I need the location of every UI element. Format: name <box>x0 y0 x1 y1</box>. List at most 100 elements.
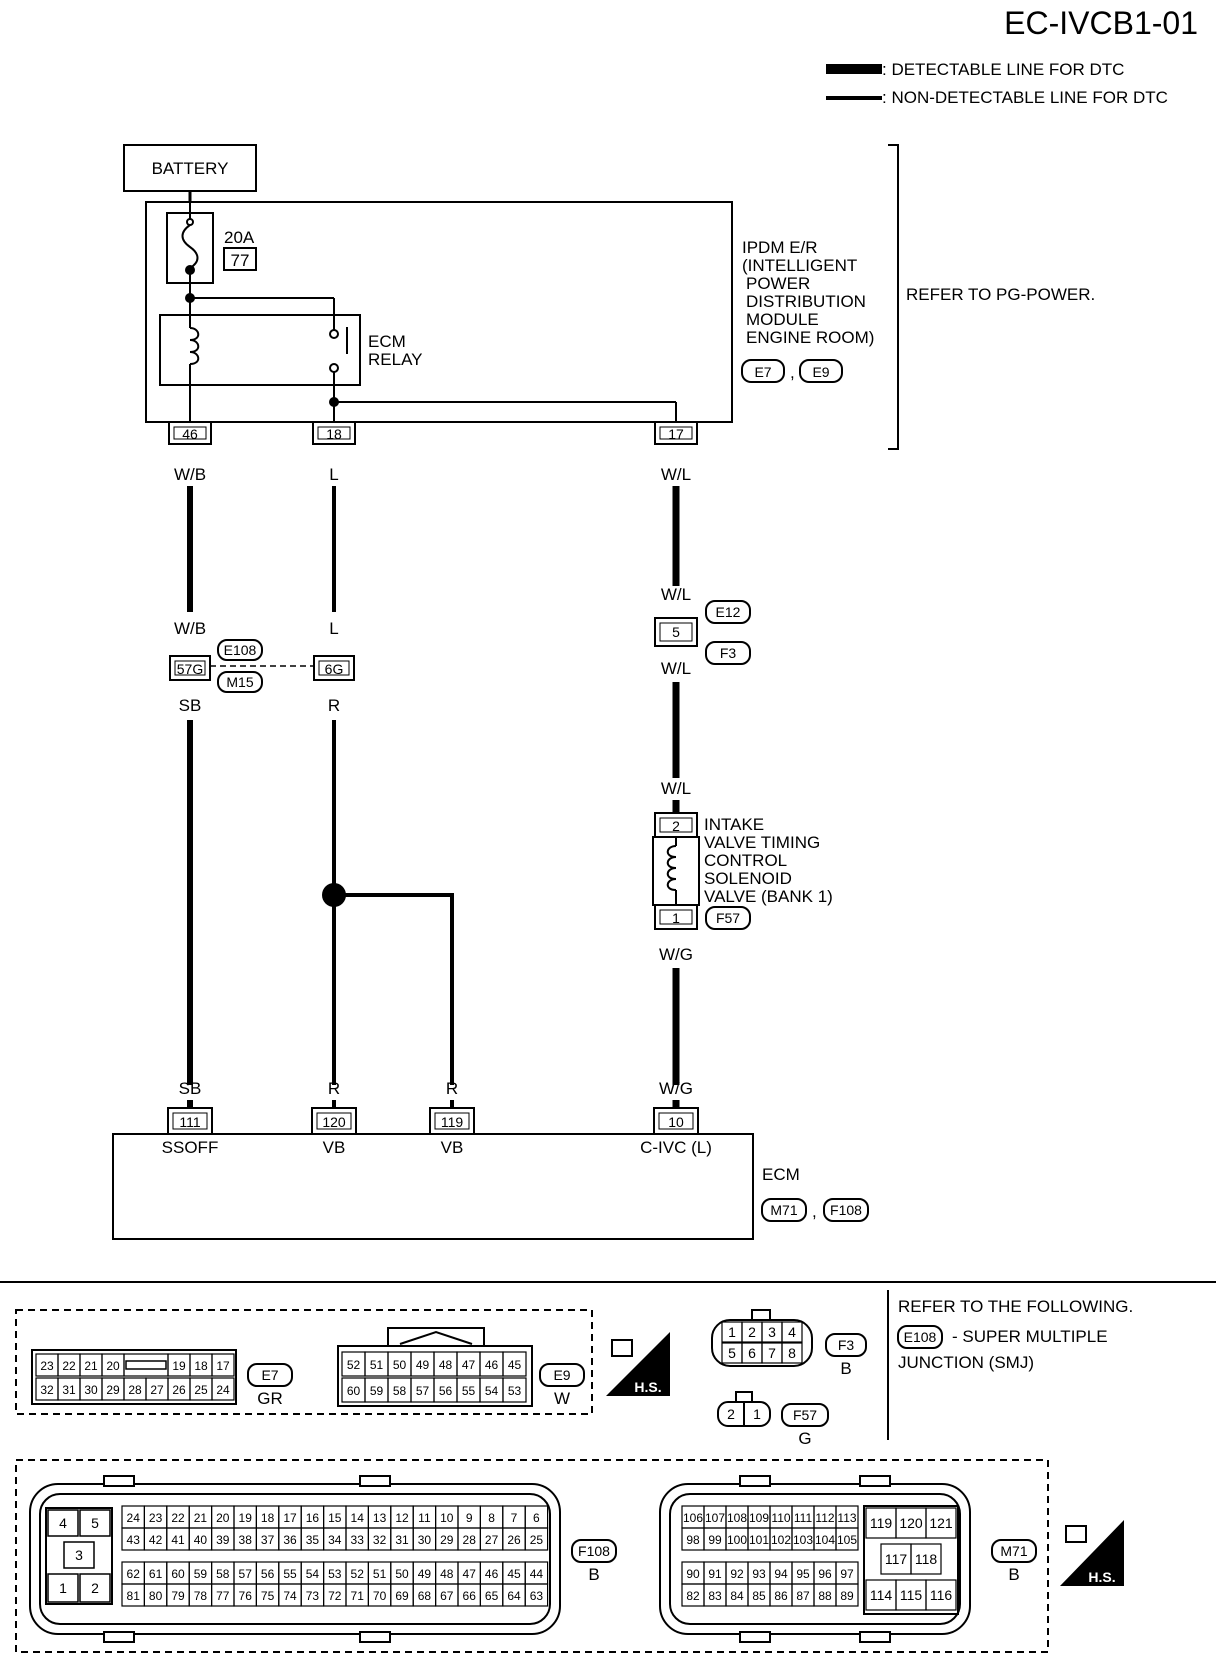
wire-wb-top: W/B <box>174 465 206 484</box>
svg-text:18: 18 <box>326 426 342 442</box>
f57-name: F57 <box>793 1407 817 1423</box>
e7-pin-22: 22 <box>62 1359 76 1373</box>
e7-pin-31: 31 <box>62 1383 76 1397</box>
fuse-icon <box>181 224 199 269</box>
f108-pin-69: 69 <box>395 1589 409 1603</box>
ipdm-conn-e7: E7 <box>754 364 771 380</box>
f3-pin-6: 6 <box>748 1345 756 1361</box>
f108-pin-63: 63 <box>530 1589 544 1603</box>
m71-pin-96: 96 <box>818 1567 832 1581</box>
ecm-relay-label-2: RELAY <box>368 350 423 369</box>
svg-text:5: 5 <box>672 624 680 640</box>
svg-text:H.S.: H.S. <box>634 1379 661 1395</box>
f108-pin-27: 27 <box>485 1533 499 1547</box>
svg-text:10: 10 <box>668 1114 684 1130</box>
f108-pin-20: 20 <box>216 1511 230 1525</box>
f108-pin-50: 50 <box>395 1567 409 1581</box>
e7-pin-23: 23 <box>40 1359 54 1373</box>
wire-r-bottom-1: R <box>328 1079 340 1098</box>
ecm-pin-label-ssoff: SSOFF <box>162 1138 219 1157</box>
e7-pin-17: 17 <box>216 1359 230 1373</box>
m71-pin-114: 114 <box>870 1587 893 1603</box>
svg-text:119: 119 <box>441 1114 464 1130</box>
m71-pin-82: 82 <box>686 1589 700 1603</box>
f57-color: G <box>798 1429 811 1448</box>
wire-sb-mid: SB <box>179 696 202 715</box>
solenoid-line-4: SOLENOID <box>704 869 792 888</box>
f108-pin-22: 22 <box>171 1511 185 1525</box>
e9-pin-49: 49 <box>416 1358 430 1372</box>
m71-pin-86: 86 <box>774 1589 788 1603</box>
f108-pin-13: 13 <box>373 1511 387 1525</box>
f108-pin-7: 7 <box>511 1511 518 1525</box>
ipdm-line-6: ENGINE ROOM) <box>746 328 874 347</box>
m71-pin-106: 106 <box>683 1511 703 1525</box>
wire-wl-2: W/L <box>661 585 691 604</box>
f108-pin-32: 32 <box>373 1533 387 1547</box>
f57-pin-2: 2 <box>727 1406 735 1422</box>
f108-pin-67: 67 <box>440 1589 454 1603</box>
f108-pin-49: 49 <box>418 1567 432 1581</box>
f108-pin-53: 53 <box>328 1567 342 1581</box>
f108-pin-78: 78 <box>194 1589 208 1603</box>
e7-name: E7 <box>261 1367 278 1383</box>
m71-pin-93: 93 <box>752 1567 766 1581</box>
f108-pin-12: 12 <box>395 1511 409 1525</box>
e9-pin-55: 55 <box>462 1384 476 1398</box>
e9-pin-52: 52 <box>347 1358 361 1372</box>
wire-wb-mid: W/B <box>174 619 206 638</box>
f108-pin-68: 68 <box>418 1589 432 1603</box>
f108-pin-26: 26 <box>507 1533 521 1547</box>
ipdm-line-1: IPDM E/R <box>742 238 818 257</box>
f108-pin-29: 29 <box>440 1533 454 1547</box>
connector-group-e7-e9 <box>15 1309 593 1415</box>
wire-wl-top: W/L <box>661 465 691 484</box>
f3-pin-1: 1 <box>728 1324 736 1340</box>
legend-thick-line <box>826 64 882 74</box>
f3-pin-3: 3 <box>768 1324 776 1340</box>
e7-pin-20: 20 <box>106 1359 120 1373</box>
f108-pin-81: 81 <box>127 1589 141 1603</box>
junction-57g: 57G <box>169 655 211 681</box>
m71-pin-121: 121 <box>929 1515 953 1531</box>
m71-pin-104: 104 <box>815 1533 835 1547</box>
ipdm-terminal-46: 46 <box>168 421 212 445</box>
solenoid-pin-2: 2 <box>654 812 698 838</box>
f108-pin-60: 60 <box>171 1567 185 1581</box>
svg-text:17: 17 <box>668 426 684 442</box>
m71-pin-84: 84 <box>730 1589 744 1603</box>
f108-pin-54: 54 <box>306 1567 320 1581</box>
f108-left-2: 2 <box>91 1580 99 1596</box>
f108-pin-65: 65 <box>485 1589 499 1603</box>
f108-pin-62: 62 <box>127 1567 141 1581</box>
ipdm-box <box>145 201 733 423</box>
m71-pin-109: 109 <box>749 1511 769 1525</box>
f108-pin-24: 24 <box>127 1511 141 1525</box>
f108-pin-45: 45 <box>507 1567 521 1581</box>
svg-text:2: 2 <box>672 818 680 834</box>
ipdm-refer: REFER TO PG-POWER. <box>906 285 1095 304</box>
e9-pin-45: 45 <box>508 1358 522 1372</box>
wire-wg-top: W/G <box>659 945 693 964</box>
e7-pin-19: 19 <box>172 1359 186 1373</box>
f108-pin-77: 77 <box>216 1589 230 1603</box>
f108-pin-48: 48 <box>440 1567 454 1581</box>
svg-text:6G: 6G <box>325 661 344 677</box>
f108-pin-57: 57 <box>239 1567 253 1581</box>
f108-pin-17: 17 <box>283 1511 297 1525</box>
f3-pin-2: 2 <box>748 1324 756 1340</box>
e7-pin-25: 25 <box>194 1383 208 1397</box>
e9-pin-53: 53 <box>508 1384 522 1398</box>
f108-pin-51: 51 <box>373 1567 387 1581</box>
f108-pin-58: 58 <box>216 1567 230 1581</box>
f108-pin-25: 25 <box>530 1533 544 1547</box>
svg-text:111: 111 <box>179 1114 200 1130</box>
m71-pin-101: 101 <box>749 1533 769 1547</box>
wire-r-mid: R <box>328 696 340 715</box>
junction-terminal-5: 5 <box>654 617 698 647</box>
f108-left-1: 1 <box>59 1580 67 1596</box>
svg-text:,: , <box>812 1202 817 1221</box>
f108-pin-33: 33 <box>351 1533 365 1547</box>
ecm-pin-111: 111 <box>167 1107 213 1135</box>
